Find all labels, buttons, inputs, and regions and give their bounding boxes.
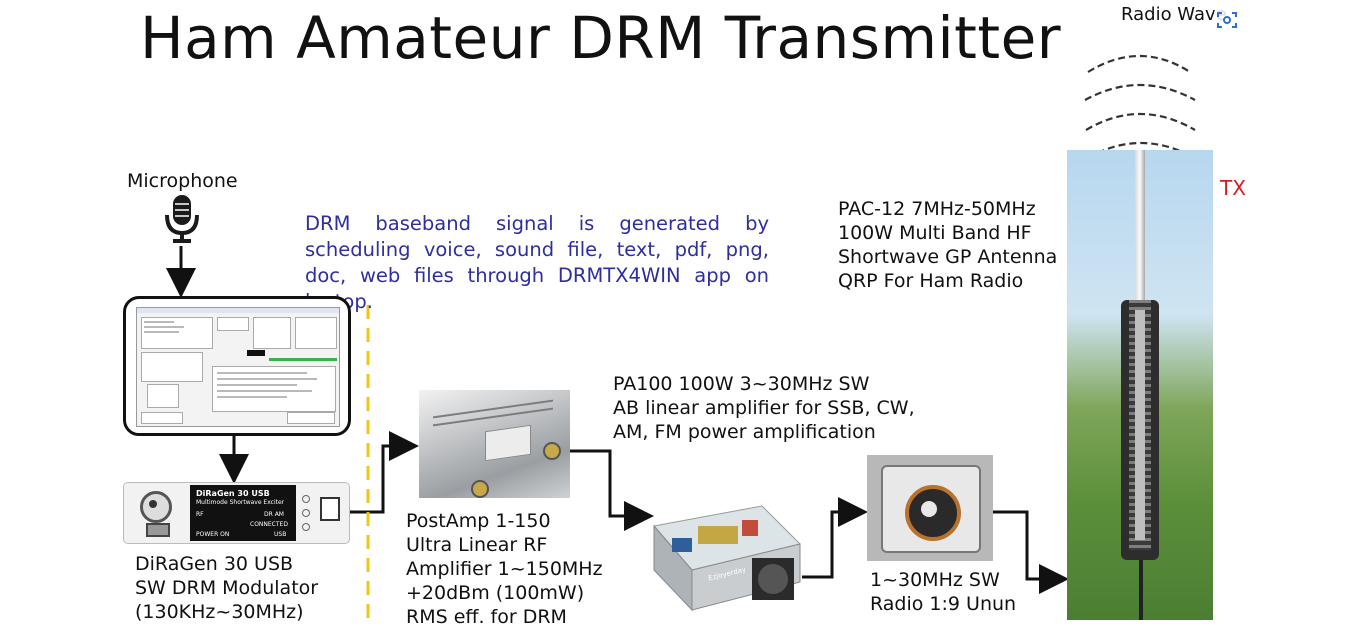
postamp-photo — [419, 390, 570, 498]
modulator-display: DiRaGen 30 USB Multimode Shortwave Excit… — [190, 485, 296, 541]
unun-photo — [867, 455, 993, 561]
unun-label: 1~30MHz SW Radio 1:9 Unun — [870, 569, 1017, 615]
laptop-icon — [123, 296, 351, 436]
drm-baseband-note: DRM baseband signal is generated by sche… — [305, 212, 769, 313]
pa100-label: PA100 100W 3~30MHz SW AB linear amplifie… — [613, 373, 915, 443]
arrow-postamp-to-pa — [570, 449, 654, 531]
drmtx4win-app-screenshot — [136, 307, 340, 427]
microphone-icon — [165, 195, 199, 243]
microphone-label: Microphone — [127, 170, 238, 192]
expand-icon[interactable] — [1213, 8, 1241, 32]
tx-label: TX — [1220, 176, 1246, 200]
page-title: Ham Amateur DRM Transmitter — [140, 4, 1062, 72]
arrow-unun-to-antenna — [993, 510, 1069, 594]
radio-waves — [1084, 55, 1196, 159]
arrow-modulator-to-postamp — [350, 431, 419, 514]
antenna-label: PAC-12 7MHz-50MHz 100W Multi Band HF Sho… — [838, 198, 1058, 292]
modulator-device: DiRaGen 30 USB Multimode Shortwave Excit… — [123, 482, 350, 544]
arrow-pa-to-unun — [802, 497, 868, 579]
postamp-label: PostAmp 1-150 Ultra Linear RF Amplifier … — [406, 510, 603, 628]
antenna-photo — [1067, 150, 1213, 620]
radio-wave-label: Radio Wave — [1121, 4, 1227, 25]
pa100-photo: Ezjoyerday — [652, 486, 802, 614]
diragen-label: DiRaGen 30 USB SW DRM Modulator (130KHz~… — [135, 553, 319, 623]
